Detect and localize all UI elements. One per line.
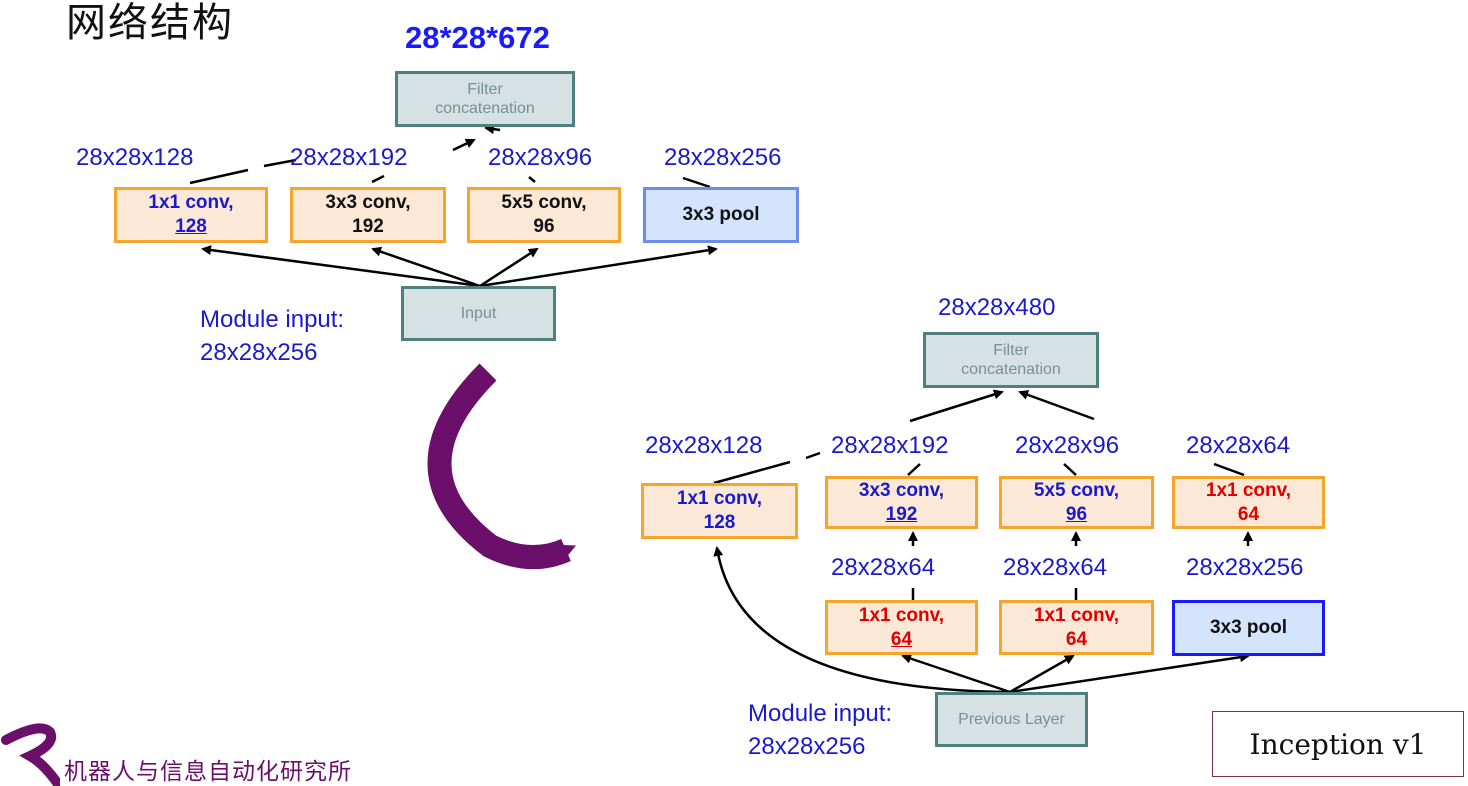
- filter-concatenation-box: Filter concatenation: [395, 71, 575, 127]
- dim-label-1x1: 28x28x128: [76, 144, 194, 171]
- previous-layer-label: Previous Layer: [958, 710, 1065, 728]
- conv-5x5-line2: 96: [533, 216, 555, 237]
- reduce-3x3-line2: 64: [890, 628, 913, 650]
- filter-concat2-line1: Filter: [993, 341, 1029, 359]
- pool2-3x3-box: 3x3 pool: [1172, 600, 1325, 656]
- conv2-proj-box: 1x1 conv, 64: [1172, 476, 1325, 529]
- conv-3x3-line1: 3x3 conv,: [325, 192, 411, 214]
- filter-concatenation-box-2: Filter concatenation: [923, 332, 1099, 388]
- filter-concat2-line2: concatenation: [961, 361, 1061, 378]
- dim2-label-proj: 28x28x64: [1186, 432, 1291, 459]
- caption-box: Inception v1: [1212, 711, 1464, 777]
- conv-5x5-box: 5x5 conv, 96: [467, 187, 621, 243]
- reduce-5x5-box: 1x1 conv, 64: [999, 600, 1154, 655]
- module-input-dim-2: 28x28x256: [748, 733, 866, 760]
- caption-label: Inception v1: [1249, 727, 1427, 761]
- dim2-label-reduce5: 28x28x64: [1003, 554, 1108, 581]
- conv-5x5-line1: 5x5 conv,: [501, 192, 587, 214]
- previous-layer-box: Previous Layer: [935, 692, 1088, 747]
- conv2-1x1-box: 1x1 conv, 128: [641, 483, 798, 539]
- dim2-label-5x5: 28x28x96: [1015, 432, 1120, 459]
- conv2-proj-line2: 64: [1237, 503, 1260, 525]
- pool2-3x3-label: 3x3 pool: [1209, 617, 1288, 638]
- reduce-5x5-line2: 64: [1065, 628, 1088, 650]
- conv2-5x5-line1: 5x5 conv,: [1033, 479, 1120, 501]
- institute-name: 机器人与信息自动化研究所: [64, 759, 352, 785]
- reduce-5x5-line1: 1x1 conv,: [1033, 604, 1120, 626]
- input-label: Input: [460, 304, 497, 322]
- conv-1x1-line1: 1x1 conv,: [148, 192, 234, 214]
- conv-3x3-line2: 192: [352, 216, 384, 237]
- dim2-label-pool: 28x28x256: [1186, 554, 1304, 581]
- conv2-3x3-line2: 192: [885, 503, 918, 525]
- dim-label-5x5: 28x28x96: [488, 144, 593, 171]
- conv2-proj-line1: 1x1 conv,: [1205, 479, 1292, 501]
- reduce-3x3-box: 1x1 conv, 64: [825, 600, 978, 655]
- conv2-3x3-box: 3x3 conv, 192: [825, 476, 978, 529]
- reduce-3x3-line1: 1x1 conv,: [858, 604, 945, 626]
- filter-concat-line1: Filter: [467, 80, 503, 98]
- output-dim-label: 28*28*672: [405, 20, 550, 55]
- dim2-label-reduce3: 28x28x64: [831, 554, 936, 581]
- pool-3x3-label: 3x3 pool: [682, 204, 760, 225]
- filter-concat-line2: concatenation: [435, 100, 535, 117]
- output-dim-label-2: 28x28x480: [938, 294, 1056, 321]
- dim2-label-3x3: 28x28x192: [831, 432, 949, 459]
- page-title: 网络结构: [66, 0, 234, 46]
- dim2-label-1x1: 28x28x128: [645, 432, 763, 459]
- conv-1x1-line2: 128: [175, 216, 207, 237]
- conv-1x1-box: 1x1 conv, 128: [114, 187, 268, 243]
- dim-label-pool: 28x28x256: [664, 144, 782, 171]
- conv2-1x1-line1: 1x1 conv,: [676, 488, 763, 510]
- module-input-label-2: Module input:: [748, 700, 893, 727]
- dim-label-3x3: 28x28x192: [290, 144, 408, 171]
- conv2-3x3-line1: 3x3 conv,: [858, 479, 945, 501]
- conv2-1x1-line2: 128: [703, 512, 736, 533]
- module-input-dim: 28x28x256: [200, 339, 318, 366]
- conv2-5x5-line2: 96: [1065, 503, 1088, 525]
- institute-logo-icon: [1, 723, 60, 786]
- input-box: Input: [401, 286, 556, 341]
- conv2-5x5-box: 5x5 conv, 96: [999, 476, 1154, 529]
- pool-3x3-box: 3x3 pool: [643, 187, 799, 243]
- conv-3x3-box: 3x3 conv, 192: [290, 187, 446, 243]
- module-input-label: Module input:: [200, 306, 345, 333]
